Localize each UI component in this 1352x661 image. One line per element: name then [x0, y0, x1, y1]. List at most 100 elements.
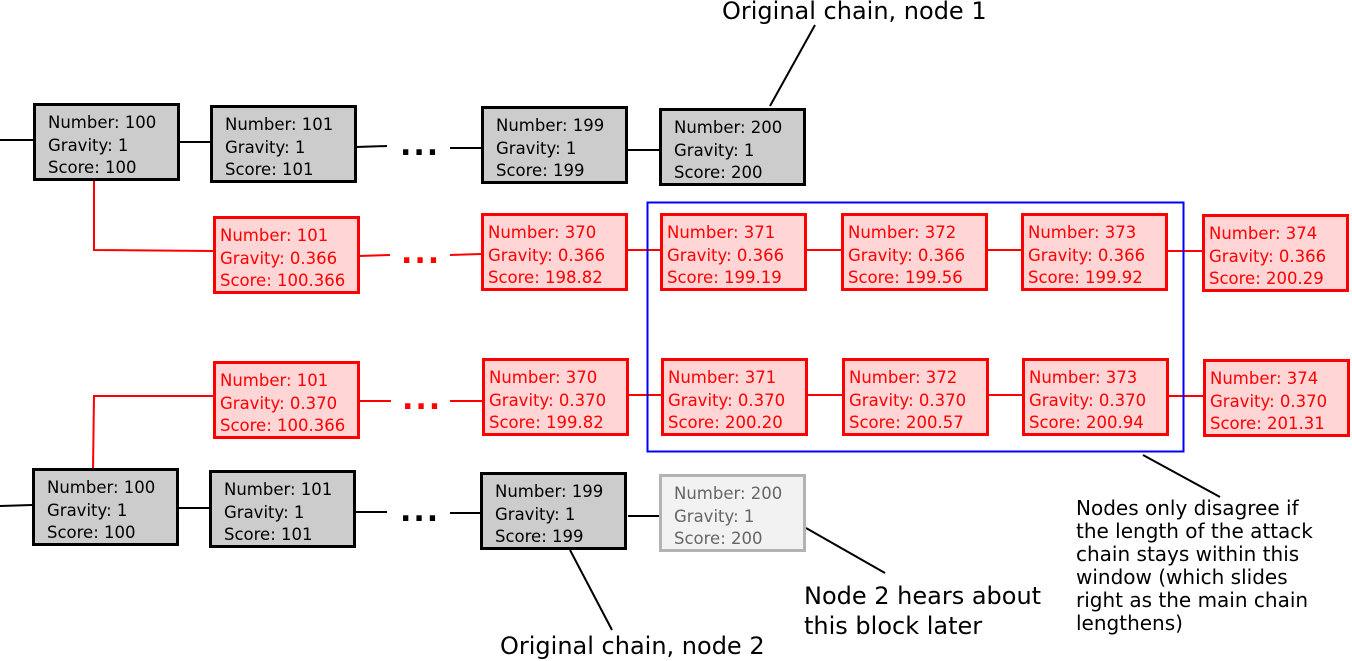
block-score: Score: 199.56 — [848, 268, 963, 287]
block-gravity: Gravity: 0.370 — [849, 390, 967, 410]
ellipsis: ... — [400, 494, 441, 529]
block-number: Number: 371 — [667, 223, 776, 242]
block-gravity: Gravity: 0.366 — [1028, 245, 1146, 265]
note-line: the length of the attack — [1076, 519, 1313, 543]
block-number: Number: 371 — [668, 368, 777, 387]
block-number: Number: 372 — [849, 368, 958, 387]
block-gravity: Gravity: 1 — [495, 504, 576, 524]
block-number: Number: 373 — [1029, 368, 1138, 387]
block-score: Score: 199 — [495, 527, 584, 546]
block-score: Score: 201.31 — [1210, 414, 1325, 433]
block-gravity: Gravity: 0.370 — [668, 390, 786, 410]
block-gravity: Gravity: 0.366 — [667, 245, 785, 265]
block-score: Score: 101 — [224, 525, 313, 544]
block-gravity: Gravity: 0.370 — [1029, 390, 1147, 410]
block-gravity: Gravity: 1 — [496, 138, 577, 158]
block-gravity: Gravity: 1 — [674, 140, 755, 160]
block-score: Score: 101 — [225, 160, 314, 179]
connector — [355, 145, 388, 148]
fork-connector — [92, 395, 213, 471]
ellipsis: ... — [400, 128, 441, 163]
note-line: lengthens) — [1076, 611, 1183, 635]
block-score: Score: 100 — [47, 523, 136, 542]
ellipsis: ... — [402, 382, 443, 417]
block-number: Number: 370 — [488, 223, 597, 242]
note-line: chain stays within this — [1076, 542, 1300, 566]
block-number: Number: 200 — [674, 118, 783, 137]
block-number: Number: 374 — [1210, 369, 1319, 388]
block-score: Score: 100.366 — [220, 416, 346, 435]
block-score: Score: 200.57 — [849, 413, 964, 432]
connector — [358, 254, 391, 257]
fork-connector — [93, 177, 214, 252]
block-gravity: Gravity: 0.366 — [848, 245, 966, 265]
label-hears-later: Node 2 hears about this block later — [804, 581, 1041, 641]
block-gravity: Gravity: 0.370 — [220, 393, 338, 413]
block-number: Number: 100 — [47, 478, 156, 497]
label-original-chain-node2: Original chain, node 2 — [500, 632, 765, 660]
block-gravity: Gravity: 1 — [47, 500, 128, 520]
block-score: Score: 200.20 — [668, 413, 783, 432]
block-number: Number: 100 — [48, 113, 157, 132]
block-score: Score: 199.19 — [667, 268, 782, 287]
block-score: Score: 200 — [674, 529, 763, 548]
block-score: Score: 199.82 — [489, 413, 604, 432]
callout-line — [1142, 454, 1221, 498]
connector — [449, 253, 482, 256]
callout-line — [805, 527, 886, 574]
label-original-chain-node1: Original chain, node 1 — [722, 0, 987, 25]
note-line: window (which slides — [1076, 565, 1288, 589]
block-gravity: Gravity: 1 — [225, 137, 306, 157]
block-number: Number: 101 — [225, 115, 334, 134]
note-line: Nodes only disagree if — [1076, 496, 1299, 520]
block-gravity: Gravity: 0.366 — [1209, 246, 1327, 266]
block-gravity: Gravity: 1 — [48, 135, 129, 155]
block-score: Score: 100 — [48, 158, 137, 177]
block-number: Number: 199 — [496, 116, 605, 135]
disagreement-window — [646, 201, 1185, 453]
block-number: Number: 372 — [848, 223, 957, 242]
block-number: Number: 199 — [495, 482, 604, 501]
callout-line — [769, 24, 816, 107]
note-line: right as the main chain — [1076, 588, 1309, 612]
block-score: Score: 198.82 — [488, 268, 603, 287]
block-gravity: Gravity: 1 — [224, 502, 305, 522]
label-line: Node 2 hears about — [804, 582, 1042, 610]
block-score: Score: 199 — [496, 161, 585, 180]
block-number: Number: 374 — [1209, 224, 1318, 243]
block-number: Number: 101 — [224, 480, 333, 499]
block-gravity: Gravity: 0.366 — [220, 248, 338, 268]
block-number: Number: 370 — [489, 368, 598, 387]
block-number: Number: 200 — [674, 484, 783, 503]
window-note: Nodes only disagree if the length of the… — [1076, 497, 1313, 635]
block-number: Number: 101 — [220, 226, 329, 245]
block-score: Score: 200.94 — [1029, 413, 1144, 432]
block-score: Score: 199.92 — [1028, 268, 1143, 287]
connector — [0, 504, 33, 507]
ellipsis: ... — [401, 236, 442, 271]
label-line: this block later — [804, 612, 983, 640]
block-score: Score: 100.366 — [220, 271, 346, 290]
block-gravity: Gravity: 0.366 — [488, 245, 606, 265]
block-gravity: Gravity: 1 — [674, 506, 755, 526]
